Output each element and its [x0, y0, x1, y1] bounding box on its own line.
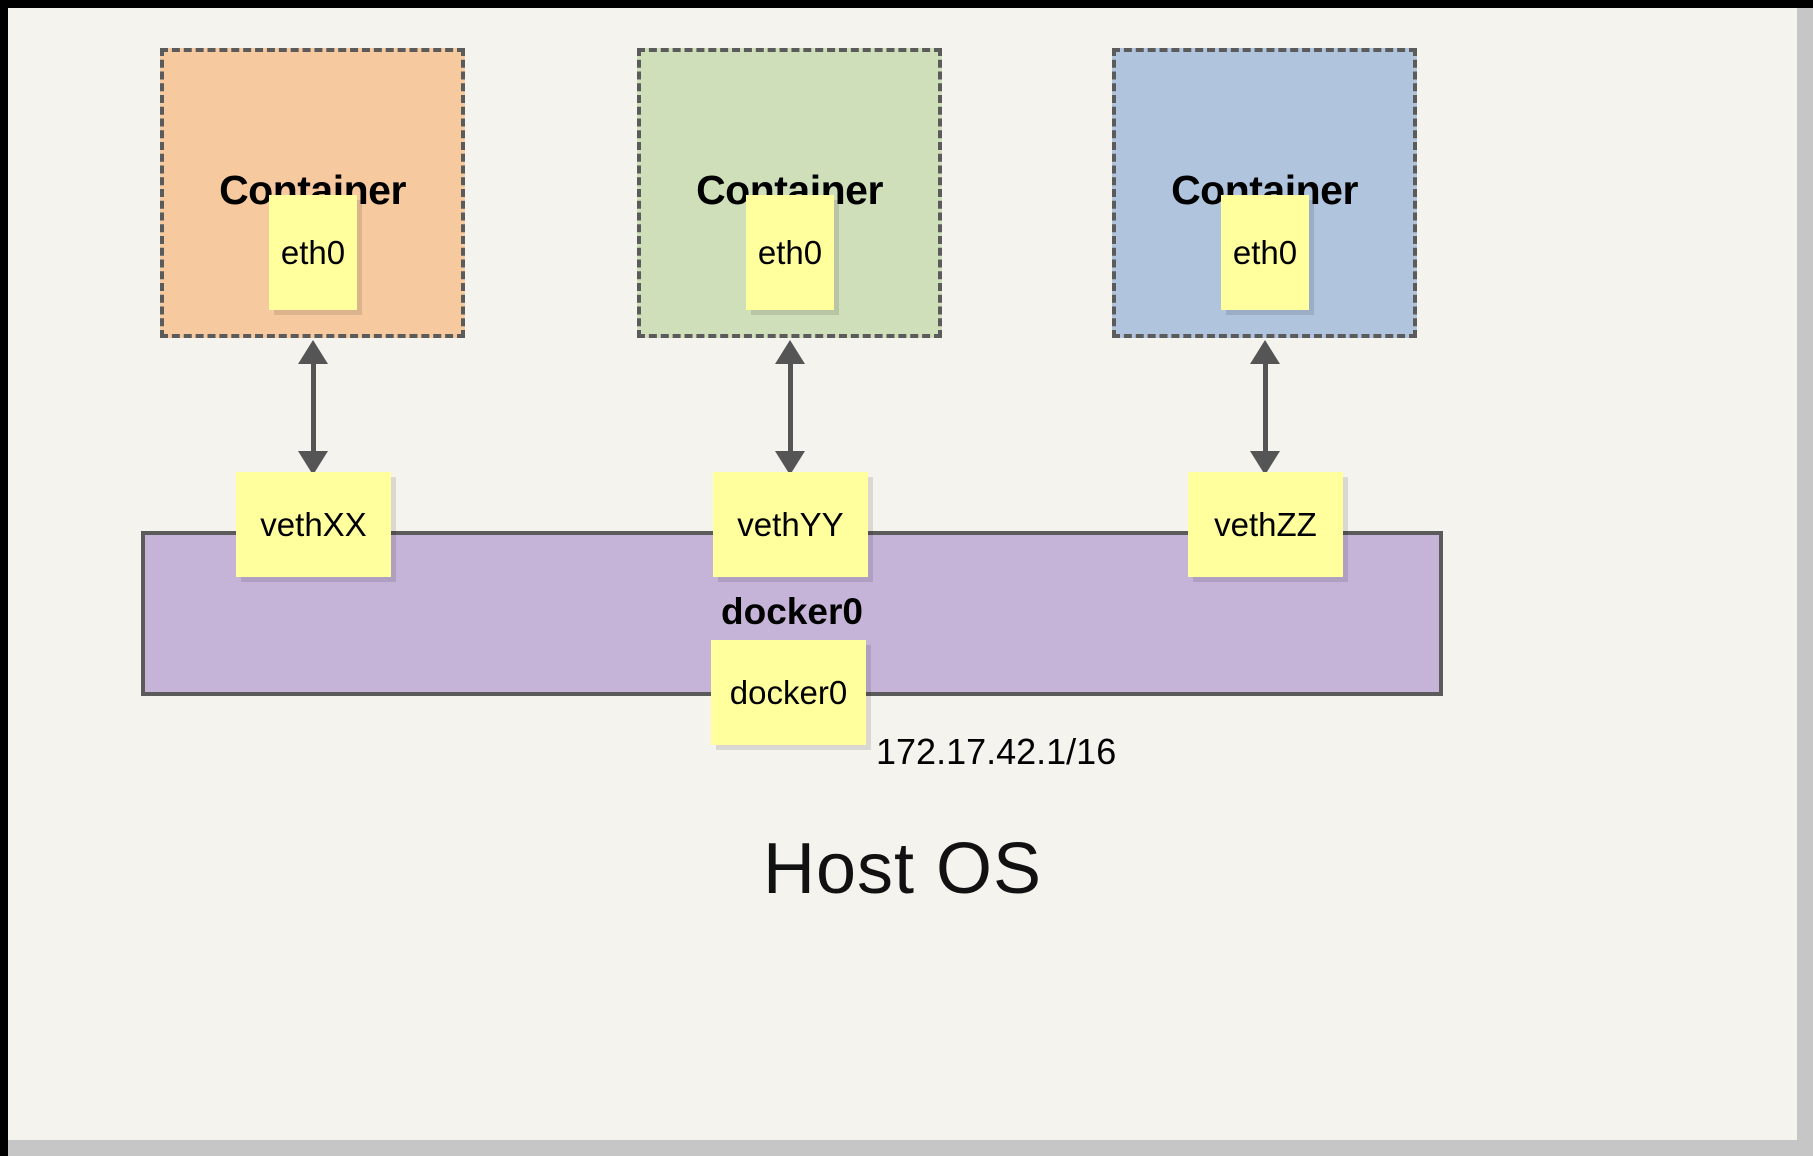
arrow-shaft: [788, 358, 793, 457]
arrow-shaft: [311, 358, 316, 457]
veth-box-3: vethZZ: [1188, 472, 1343, 577]
eth0-box-1: eth0: [269, 195, 357, 310]
link-arrow-1: [298, 340, 328, 475]
veth-box-1: vethXX: [236, 472, 391, 577]
veth-box-2: vethYY: [713, 472, 868, 577]
container-box-3: Container: [1112, 48, 1417, 338]
link-arrow-2: [775, 340, 805, 475]
host-os-label: Host OS: [762, 829, 1043, 909]
docker0-ip-label: 172.17.42.1/16: [876, 731, 1117, 772]
link-arrow-3: [1250, 340, 1280, 475]
docker0-interface-box: docker0: [711, 640, 866, 745]
arrow-head-down-icon: [298, 451, 328, 475]
docker0-bridge-label: docker0: [721, 591, 863, 632]
eth0-box-2: eth0: [746, 195, 834, 310]
arrow-head-down-icon: [775, 451, 805, 475]
arrow-shaft: [1263, 358, 1268, 457]
arrow-head-down-icon: [1250, 451, 1280, 475]
container-box-2: Container: [637, 48, 942, 338]
diagram-stage: Container eth0 Container eth0 Container …: [8, 8, 1797, 1140]
eth0-box-3: eth0: [1221, 195, 1309, 310]
